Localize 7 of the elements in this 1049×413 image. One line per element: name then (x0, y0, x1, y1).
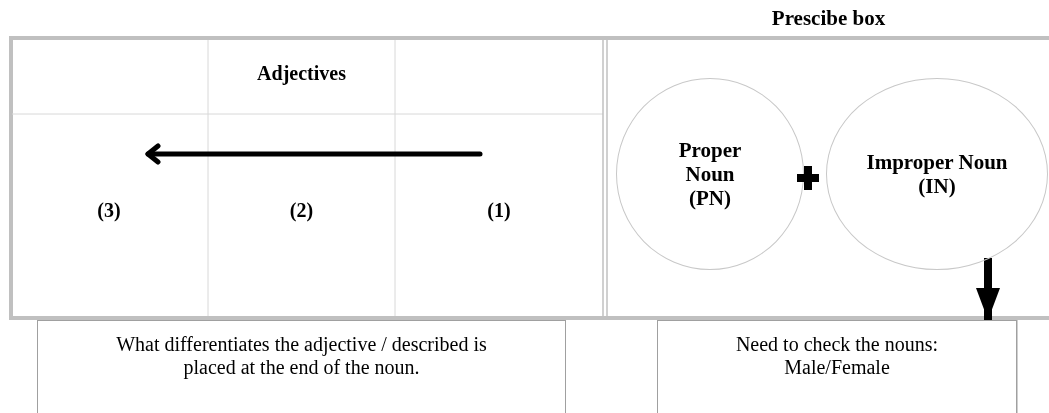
panel-heading: Prescibe box (770, 6, 887, 31)
position-number: (2) (288, 199, 315, 222)
column-heading: Adjectives (256, 62, 347, 85)
position-number: (3) (96, 199, 122, 222)
note-box: Need to check the nouns: Male/Female (657, 320, 1017, 413)
position-number: (1) (486, 199, 512, 222)
note-box: What differentiates the adjective / described is placed at the end of the noun. (37, 320, 566, 413)
